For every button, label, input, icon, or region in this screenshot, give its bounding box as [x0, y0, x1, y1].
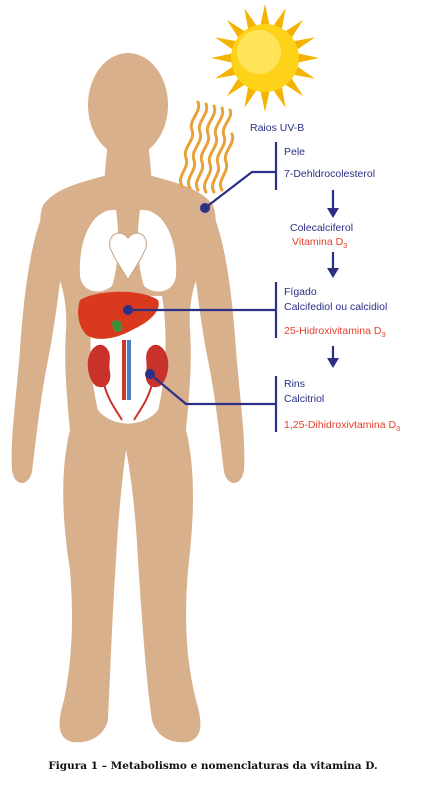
skin-compound-label: 7-Dehldrocolesterol	[284, 168, 376, 180]
sun-ray	[293, 37, 315, 50]
hydroxy-sub: 3	[381, 330, 386, 339]
hydroxy-label: 25-Hidroxivitamina D3	[284, 325, 386, 341]
sun-ray	[284, 19, 304, 39]
neck	[104, 140, 152, 182]
hydroxy-base: 25-Hidroxivitamina D	[284, 325, 382, 337]
liver-dot	[123, 305, 133, 315]
left-kidney	[87, 344, 111, 388]
figure-caption: Figura 1 – Metabolismo e nomenclaturas d…	[48, 760, 378, 772]
skin-label: Pele	[284, 146, 306, 158]
dihydroxy-label: 1,25-Dihidroxivtamina D3	[284, 419, 400, 435]
arrow-chole-to-liver	[327, 252, 339, 278]
sun-ray	[273, 8, 286, 30]
flow-arrows	[327, 190, 339, 368]
ureters	[103, 383, 153, 421]
left-arm	[11, 204, 64, 484]
skin-dot	[200, 203, 210, 213]
liver-bracket	[128, 282, 278, 338]
vena-cava	[127, 340, 131, 400]
dihydroxy-sub: 3	[396, 424, 401, 433]
sun-rays	[211, 4, 319, 112]
sun	[211, 4, 319, 112]
arrow-liver-to-kidney	[327, 346, 339, 368]
sun-ray	[273, 86, 286, 108]
sun-ray	[284, 77, 304, 97]
kidney-dot	[145, 369, 155, 379]
sun-ray	[260, 4, 270, 26]
sun-ray	[297, 53, 319, 63]
aorta	[122, 340, 126, 400]
sun-ray	[244, 8, 257, 30]
uv-waves	[179, 100, 235, 194]
kidney-compound-label: Calcitriol	[284, 393, 325, 405]
sun-ray	[244, 86, 257, 108]
left-lung	[79, 209, 119, 292]
sun-ray	[293, 66, 315, 79]
uvb-label: Raios UV-B	[250, 122, 305, 134]
connector-dots	[123, 203, 210, 379]
skin-bracket	[204, 142, 278, 209]
cholecalciferol-label: Colecalciferol	[290, 222, 354, 234]
kidney-bracket	[149, 373, 278, 432]
sun-ray	[215, 66, 237, 79]
vitamin-d3-sub: 3	[343, 241, 348, 250]
vitamin-d3-base: Vitamina D	[292, 236, 344, 248]
heart	[109, 232, 147, 282]
sun-ray	[215, 37, 237, 50]
vitamin-d3-label: Vitamina D3	[292, 236, 347, 252]
right-lung	[137, 209, 177, 292]
dihydroxy-base: 1,25-Dihidroxivtamina D	[284, 419, 397, 431]
sun-ray	[211, 53, 233, 63]
liver-label: Fígado	[284, 286, 317, 298]
sun-highlight	[237, 30, 281, 74]
head	[88, 53, 168, 157]
sun-ray	[260, 90, 270, 112]
arrow-skin-to-chole	[327, 190, 339, 218]
kidney-label: Rins	[284, 378, 306, 390]
sun-ray	[226, 19, 246, 39]
organs	[78, 209, 177, 424]
right-arm	[192, 204, 245, 484]
gallbladder	[112, 320, 123, 332]
connectors	[128, 142, 278, 432]
liver-compound-label: Calcifediol ou calcidiol	[284, 301, 388, 313]
liver	[78, 291, 159, 339]
sun-ray	[226, 77, 246, 97]
